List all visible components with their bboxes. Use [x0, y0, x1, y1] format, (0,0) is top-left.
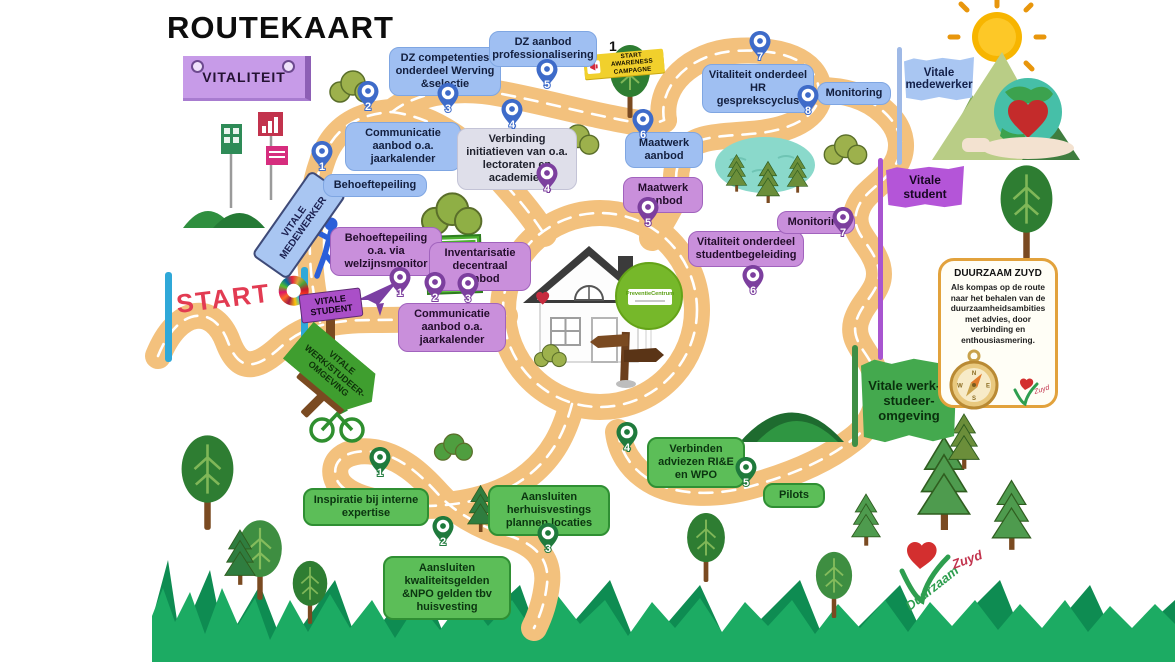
earth-heart-in-hand-icon [962, 78, 1074, 159]
svg-text:1: 1 [319, 161, 325, 172]
svg-text:6: 6 [750, 285, 756, 296]
map-pin-purple-7: 7 [831, 206, 855, 238]
route-label-green: Aansluiten kwaliteitsgelden &NPO gelden … [383, 556, 511, 620]
route-label-gray: Verbinding initiatieven van o.a. lectora… [457, 128, 577, 190]
map-pin-purple-3: 3 [456, 272, 480, 304]
route-label-purple: Maatwerk aanbod [623, 177, 703, 213]
flag-vitale-student: Vitale student [886, 166, 964, 208]
svg-text:2: 2 [365, 101, 371, 112]
map-pin-blue-7: 7 [748, 30, 772, 62]
vitaliteit-banner: VITALITEIT [183, 56, 311, 101]
sdg-mini-flags [221, 112, 288, 208]
campaign-step-number: 1 [609, 38, 617, 54]
info-box-title: DUURZAAM ZUYD [954, 268, 1042, 279]
grass-band [152, 560, 1175, 662]
duurzaam-zuyd-info-box: DUURZAAM ZUYD Als kompas op de route naa… [938, 258, 1058, 410]
svg-text:6: 6 [640, 129, 646, 140]
svg-text:4: 4 [624, 442, 631, 453]
svg-text:N: N [972, 371, 976, 377]
info-box-body: Als kompas op de route naar het behalen … [950, 282, 1046, 346]
svg-text:1: 1 [397, 287, 403, 298]
hanger-pin-icon [282, 60, 295, 73]
hills [183, 211, 844, 442]
page-title: ROUTEKAART [167, 10, 394, 45]
sun-icon [947, 0, 1047, 81]
flagpole [878, 158, 883, 360]
svg-text:8: 8 [805, 105, 811, 116]
map-pin-green-2: 2 [431, 515, 455, 547]
svg-text:1: 1 [377, 467, 383, 478]
route-label-blue: Maatwerk aanbod [625, 132, 703, 168]
route-label-purple: Inventarisatie decentraal aanbod [429, 242, 531, 291]
flag-vitale-medewerker: Vitale medewerker [904, 57, 974, 101]
route-label-green: Pilots [763, 483, 825, 508]
compass-icon: N E S W [949, 349, 999, 410]
airplane-icon [357, 281, 398, 316]
preventiecentrum-subtitle-line [635, 299, 665, 302]
preventiecentrum-name: PreventieCentrum [625, 291, 675, 298]
awareness-campaign-sign: START AWARENESS CAMPAGNE [583, 48, 665, 80]
svg-text:W: W [957, 383, 963, 389]
svg-text:3: 3 [465, 293, 471, 304]
map-pin-blue-2: 2 [356, 80, 380, 112]
map-pin-blue-4: 4 [500, 98, 524, 130]
map-pin-blue-3: 3 [436, 82, 460, 114]
route-label-blue: Monitoring [817, 82, 891, 105]
map-pin-purple-5: 5 [636, 196, 660, 228]
bush-icon [433, 433, 473, 461]
map-pin-blue-1: 1 [310, 140, 334, 172]
route-label-purple: Communicatie aanbod o.a. jaarkalender [398, 303, 506, 352]
svg-text:7: 7 [840, 227, 846, 238]
map-pin-green-3: 3 [536, 522, 560, 554]
svg-text:4: 4 [509, 119, 516, 130]
svg-text:5: 5 [743, 477, 749, 488]
preventiecentrum-label: PreventieCentrum [625, 289, 675, 305]
route-label-blue: Communicatie aanbod o.a. jaarkalender [345, 122, 461, 171]
duurzaam-zuyd-logo-small: Zuyd [1013, 378, 1049, 406]
svg-text:3: 3 [545, 543, 551, 554]
map-pin-green-5: 5 [734, 456, 758, 488]
route-label-green: Aansluiten herhuisvestings plannen locat… [488, 485, 610, 536]
map-pin-purple-6: 6 [741, 264, 765, 296]
svg-text:S: S [972, 396, 976, 402]
megaphone-icon [586, 59, 601, 74]
route-label-purple: Behoeftepeiling o.a. via welzijnsmonitor [330, 227, 442, 276]
svg-text:5: 5 [544, 79, 550, 90]
map-pin-purple-4: 4 [535, 162, 559, 194]
svg-text:5: 5 [645, 217, 651, 228]
svg-text:7: 7 [757, 51, 763, 62]
banner-label: VITALITEIT [202, 69, 286, 85]
hanger-pin-icon [191, 60, 204, 73]
map-pin-purple-2: 2 [423, 271, 447, 303]
map-pin-blue-5: 5 [535, 58, 559, 90]
svg-text:E: E [986, 383, 990, 389]
flagpole [897, 47, 902, 165]
map-pin-purple-1: 1 [388, 266, 412, 298]
map-pin-blue-6: 6 [631, 108, 655, 140]
logo-word-zuyd: Zuyd [949, 547, 985, 572]
map-pin-blue-8: 8 [796, 84, 820, 116]
route-label-green: Verbinden adviezen RI&E en WPO [647, 437, 745, 488]
route-label-green: Inspiratie bij interne expertise [303, 488, 429, 526]
svg-text:4: 4 [544, 183, 551, 194]
signpost-post [326, 302, 335, 360]
wooden-signpost [590, 331, 664, 388]
pond [715, 137, 815, 203]
map-pin-green-4: 4 [615, 421, 639, 453]
map-pin-green-1: 1 [368, 446, 392, 478]
svg-text:2: 2 [440, 536, 446, 547]
duurzaam-zuyd-logo: Duurzaam Zuyd [899, 542, 985, 613]
svg-text:2: 2 [432, 292, 438, 303]
route-label-blue: Behoeftepeiling [323, 174, 427, 197]
bush-icon [823, 134, 868, 165]
svg-text:3: 3 [445, 103, 451, 114]
route-label-purple: Vitaliteit onderdeel studentbegeleiding [688, 231, 804, 267]
flagpole [852, 345, 858, 447]
route-label-blue: Vitaliteit onderdeel HR gesprekscyclus [702, 64, 814, 113]
